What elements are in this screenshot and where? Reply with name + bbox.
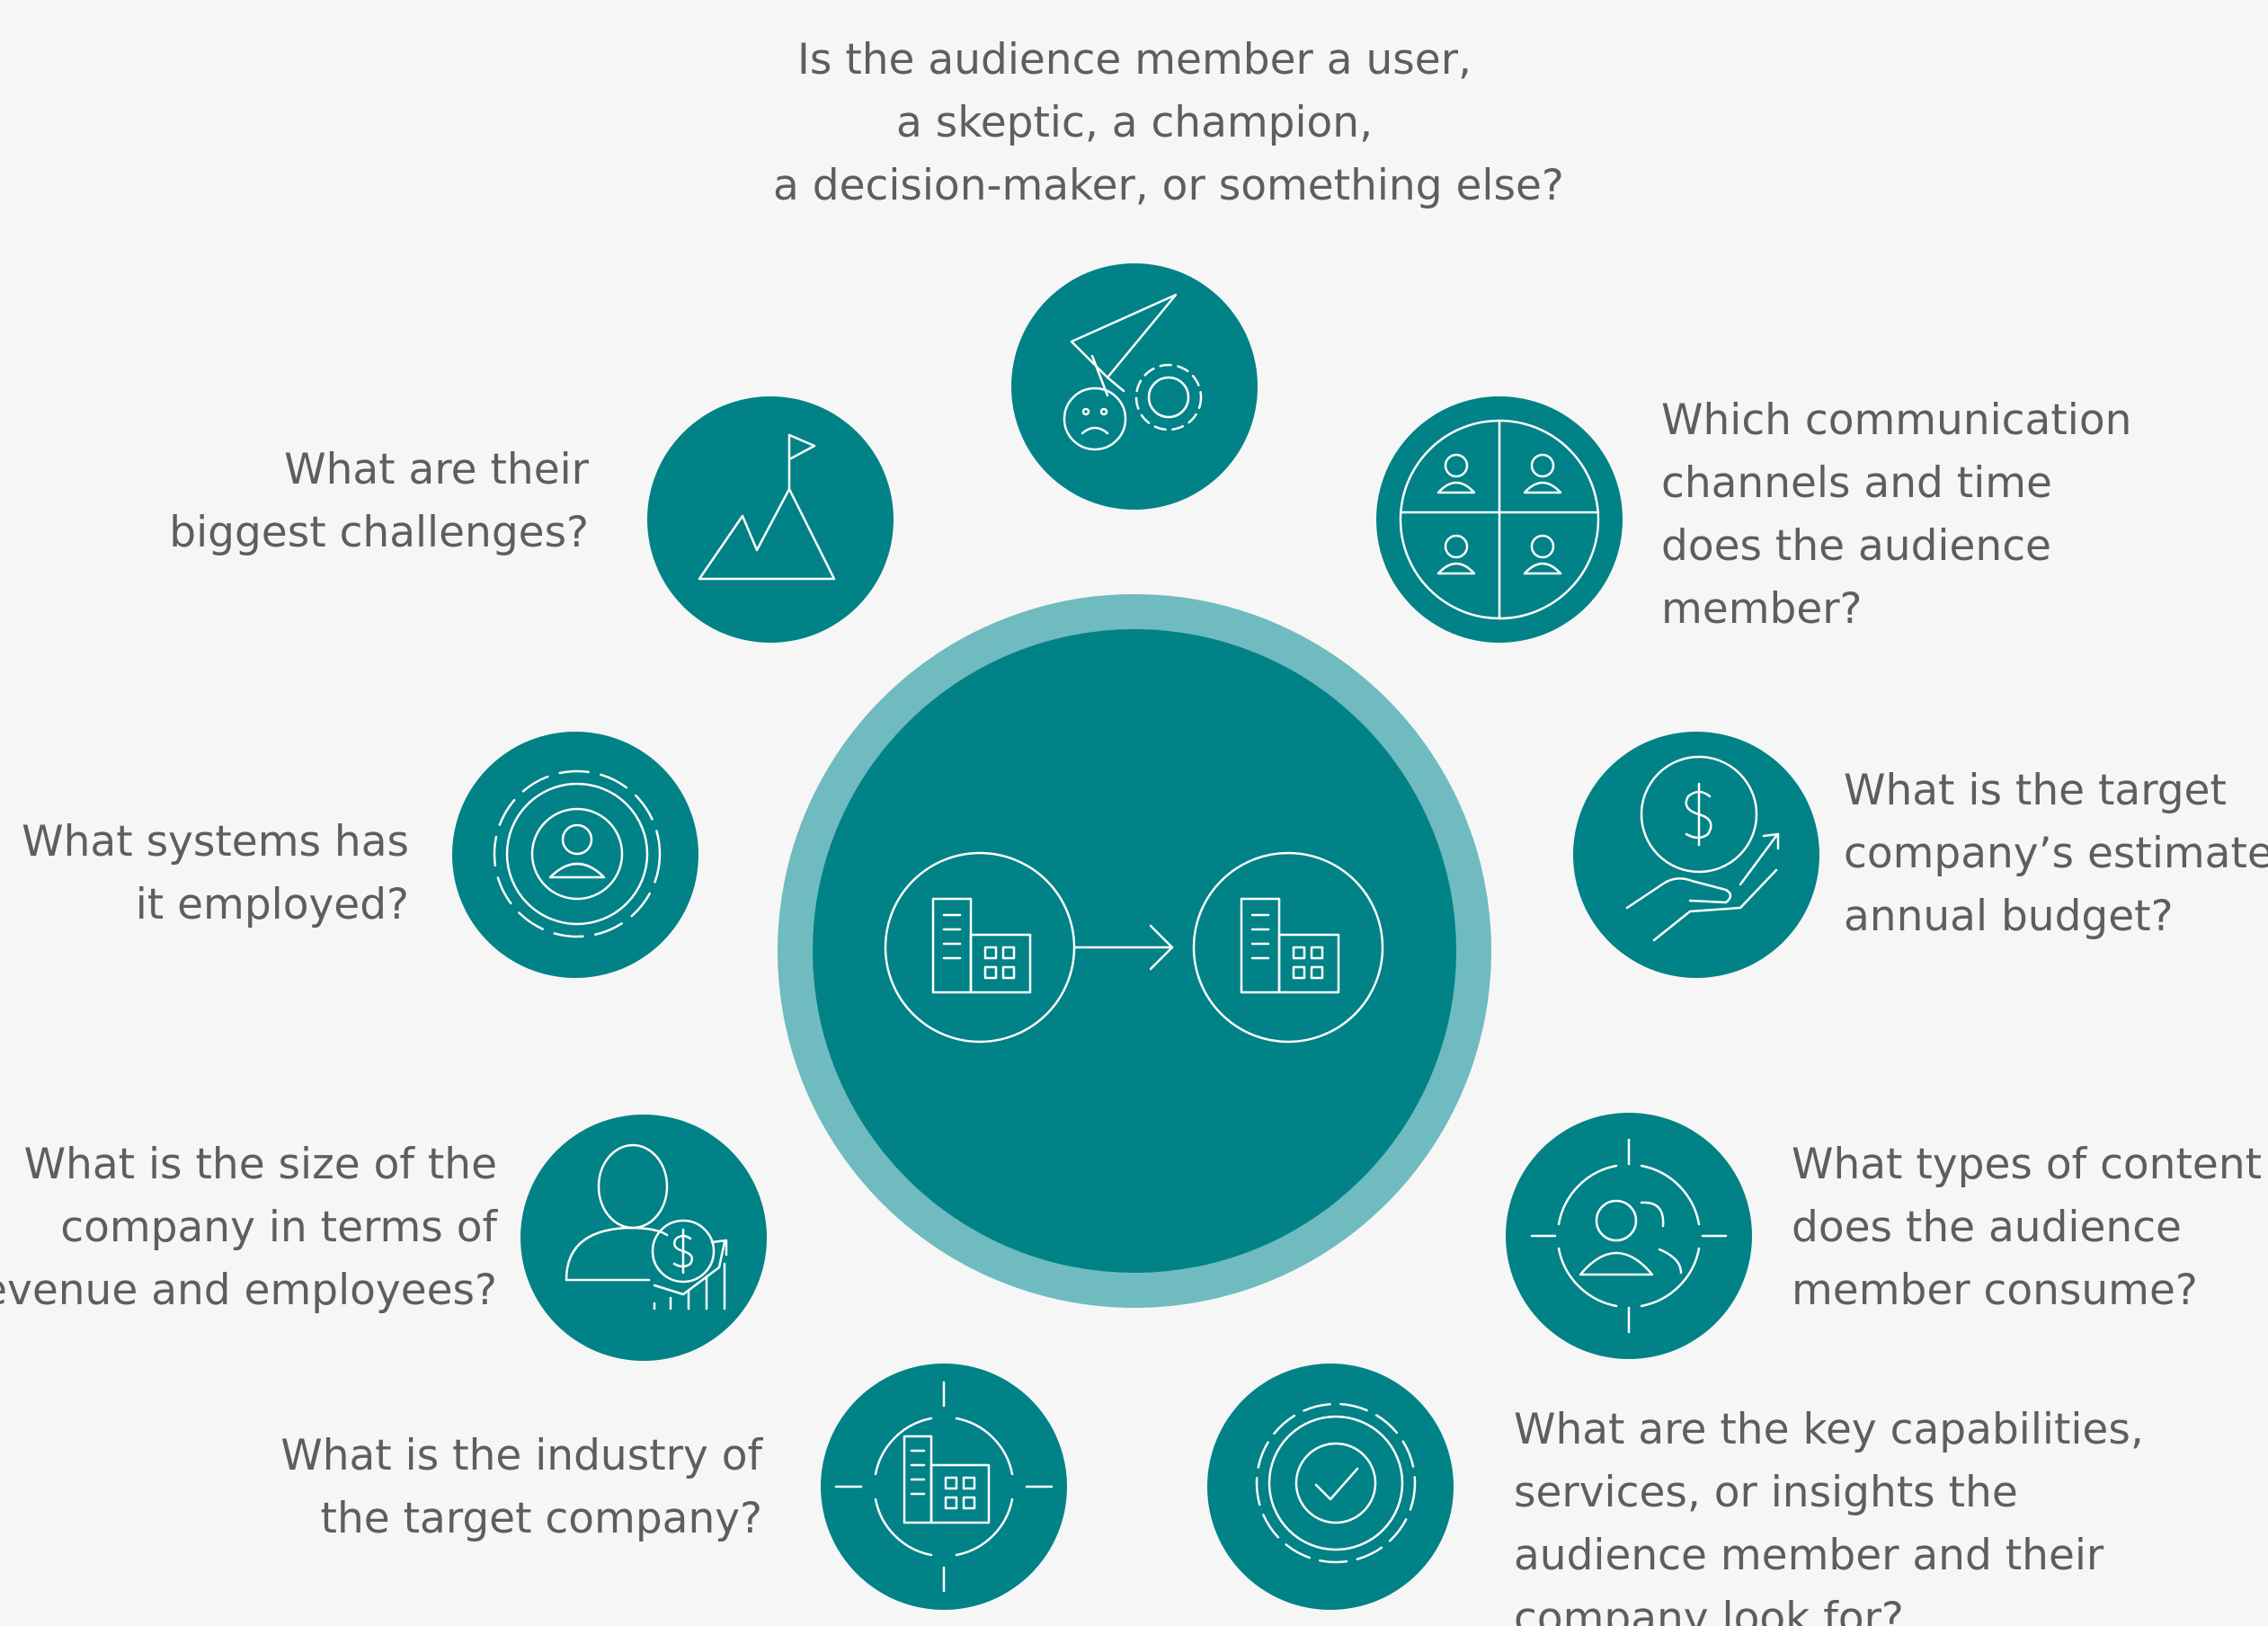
center-hub [778, 594, 1491, 1308]
question-key-capabilities: What are the key capabilities, services,… [1514, 1399, 2144, 1626]
question-systems-employed-line: it employed? [135, 880, 409, 929]
question-biggest-challenges-line: What are their [284, 445, 589, 494]
node-content [1506, 1113, 1752, 1359]
building-to-building-icon [884, 851, 1384, 1044]
gear-checkmark-icon [1255, 1402, 1417, 1564]
question-biggest-challenges-line: biggest challenges? [169, 508, 589, 557]
question-annual-budget-line: What is the target [1844, 766, 2227, 815]
question-industry-line: What is the industry of [280, 1431, 762, 1480]
question-key-capabilities-line: What are the key capabilities, [1514, 1405, 2144, 1454]
node-role [1011, 263, 1258, 510]
question-content-types: What types of content does the audience … [1792, 1133, 2262, 1322]
question-biggest-challenges: What are their biggest challenges? [169, 439, 589, 564]
target-building-icon [834, 1381, 1054, 1593]
question-key-capabilities-line: audience member and their [1514, 1531, 2104, 1580]
node-budget [1573, 732, 1819, 978]
person-dollar-growth-icon [565, 1143, 728, 1311]
node-channels [1376, 396, 1623, 643]
question-key-capabilities-line: services, or insights the [1514, 1468, 2018, 1517]
question-key-capabilities-line: company look for? [1514, 1594, 1904, 1626]
question-company-size-line: What is the size of the [23, 1140, 497, 1189]
question-industry-line: the target company? [320, 1494, 762, 1543]
question-content-types-line: does the audience [1792, 1203, 2182, 1252]
hand-dollar-coin-icon [1625, 755, 1780, 942]
node-capabilities [1207, 1364, 1454, 1610]
question-audience-role: Is the audience member a user, a skeptic… [773, 29, 1564, 218]
question-annual-budget-line: annual budget? [1844, 892, 2174, 941]
question-systems-employed-line: What systems has [22, 817, 409, 866]
question-industry: What is the industry of the target compa… [280, 1425, 762, 1550]
question-communication-channels-line: member? [1661, 584, 1863, 634]
question-company-size-line: revenue and employees? [0, 1266, 497, 1315]
paper-plane-sad-face-gear-icon [1063, 293, 1203, 451]
node-industry [821, 1364, 1067, 1610]
question-annual-budget-line: company’s estimated [1844, 829, 2268, 878]
node-size [520, 1115, 767, 1361]
question-communication-channels: Which communication channels and time do… [1661, 389, 2131, 641]
question-annual-budget: What is the target company’s estimated a… [1844, 760, 2268, 948]
question-content-types-line: What types of content [1792, 1140, 2263, 1189]
node-systems [452, 732, 698, 978]
question-audience-role-line: a skeptic, a champion, [895, 98, 1374, 147]
center-inner-disc [813, 629, 1456, 1273]
question-communication-channels-line: does the audience [1661, 521, 2051, 571]
mountain-flag-icon [698, 433, 836, 581]
question-communication-channels-line: channels and time [1661, 458, 2052, 508]
question-audience-role-line: Is the audience member a user, [797, 35, 1472, 84]
question-audience-role-line: a decision-maker, or something else? [773, 161, 1564, 210]
question-communication-channels-line: Which communication [1661, 395, 2132, 445]
node-challenges [647, 396, 894, 643]
question-company-size-line: company in terms of [60, 1203, 497, 1252]
question-company-size: What is the size of the company in terms… [0, 1133, 497, 1322]
question-systems-employed: What systems has it employed? [22, 811, 409, 937]
question-content-types-line: member consume? [1792, 1266, 2198, 1315]
four-people-grid-icon [1399, 419, 1600, 620]
gear-person-icon [493, 769, 662, 938]
target-people-icon [1530, 1138, 1728, 1334]
